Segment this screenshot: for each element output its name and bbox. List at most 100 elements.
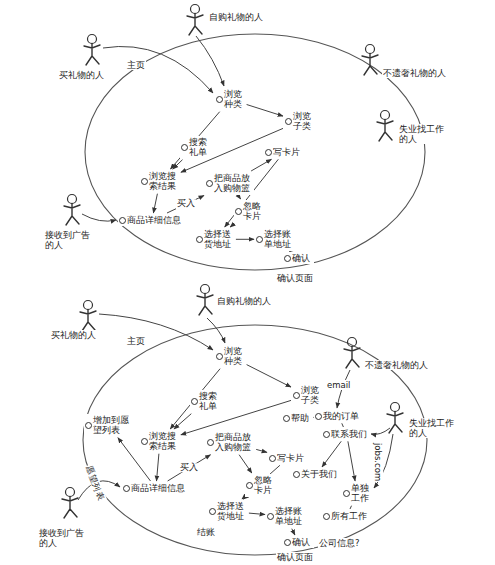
flow-node: 浏览搜索结果: [140, 170, 180, 193]
flow-node: 帮助: [282, 412, 313, 424]
flow-connector: [247, 365, 291, 388]
note-label: 买礼物的人: [58, 70, 105, 80]
node-text: 写卡片: [273, 147, 302, 157]
note-label: 主页: [126, 60, 146, 70]
flow-node: 增加到愿望列表: [84, 414, 133, 437]
node-text: 搜索礼单: [189, 137, 209, 158]
flow-node: 我的订单: [314, 410, 363, 422]
flow-connector: [238, 196, 240, 199]
flow-node: 联系我们: [322, 428, 371, 440]
flow-connector: [157, 454, 159, 481]
flow-node: 确认: [283, 536, 314, 548]
person-figure: [344, 338, 360, 369]
node-text: 把商品放入购物篮: [215, 432, 253, 453]
site-boundary: [85, 34, 425, 270]
node-text: 浏览种类: [224, 89, 244, 110]
flow-connector: [167, 196, 204, 214]
node-text: 商品详细信息: [127, 215, 184, 225]
person-figure: [187, 5, 203, 36]
flow-node: 确认: [283, 252, 314, 264]
flow-node: 关于我们: [292, 468, 341, 480]
flow-node: 浏览搜索结果: [140, 430, 180, 453]
node-text: 浏览搜索结果: [149, 171, 178, 192]
flow-node: 搜索礼单: [180, 136, 211, 159]
note-label: 自购礼物的人: [216, 296, 272, 306]
edge-label: 买入: [176, 200, 196, 209]
flow-node: 浏览种类: [215, 88, 246, 111]
flow-connector: [247, 105, 283, 117]
node-text: 选择账单地址: [275, 506, 304, 527]
node-text: 写卡片: [277, 453, 306, 463]
note-label: 不遗奢礼物的人: [382, 68, 447, 78]
flow-connector: [242, 465, 280, 499]
note-label: 不遗奢礼物的人: [364, 360, 429, 370]
node-text: 忽略卡片: [243, 201, 263, 222]
node-text: 帮助: [291, 413, 311, 423]
flow-node: 把商品放入购物篮: [206, 431, 255, 454]
flow-connector: [243, 498, 245, 499]
flow-node: 写卡片: [268, 452, 308, 464]
node-text: 确认: [292, 537, 312, 547]
note-label: 自购礼物的人: [208, 12, 264, 22]
node-text: 选择送货地址: [217, 501, 246, 522]
entry-lines: [78, 36, 393, 500]
node-text: 忽略卡片: [254, 475, 274, 496]
flow-node: 单独工作: [342, 482, 373, 505]
node-text: 搜索礼单: [199, 391, 219, 412]
node-text: 确认: [292, 253, 312, 263]
flow-node: 浏览子类: [284, 110, 315, 133]
note-label: 愿望列表: [83, 464, 107, 503]
node-text: 商品详细信息: [131, 483, 188, 493]
person-figure: [197, 285, 213, 316]
flow-connector: [170, 369, 220, 429]
flow-connector: [350, 506, 352, 509]
flow-node: 商品详细信息: [118, 214, 186, 226]
flow-node: 忽略卡片: [245, 474, 276, 497]
node-text: 我的订单: [323, 411, 361, 421]
node-text: 把商品放入购物篮: [214, 173, 252, 194]
note-label: 接收到广告的人: [44, 230, 94, 250]
node-text: 所有工作: [331, 511, 369, 521]
node-text: 关于我们: [301, 469, 339, 479]
flow-connector: [173, 160, 183, 169]
node-text: 选择送货地址: [204, 229, 233, 250]
edge-label: 买入: [179, 463, 199, 472]
flow-connector: [236, 239, 254, 240]
node-text: 联系我们: [331, 429, 369, 439]
person-figure: [377, 111, 393, 142]
flow-node: 忽略卡片: [234, 200, 265, 223]
note-label: 失业找工作的人: [408, 418, 458, 438]
flow-node: 搜索礼单: [190, 390, 221, 413]
flow-connector: [153, 194, 157, 213]
flow-connector: [256, 449, 267, 452]
node-text: 增加到愿望列表: [93, 415, 131, 436]
node-text: 浏览搜索结果: [149, 431, 178, 452]
flow-node: 写卡片: [264, 146, 304, 158]
flow-node: 选择账单地址: [255, 228, 295, 251]
flow-connector: [249, 513, 265, 514]
note-label: 买礼物的人: [50, 330, 97, 340]
note-label: 失业找工作的人: [398, 124, 448, 144]
note-label: email: [326, 380, 351, 390]
flow-node: 商品详细信息: [122, 482, 190, 494]
flow-node: 选择送货地址: [208, 500, 248, 523]
flow-connector: [168, 455, 211, 481]
note-label: 确认页面: [276, 552, 314, 562]
flow-connector: [342, 423, 344, 427]
flow-connector: [174, 414, 191, 429]
flow-connector: [322, 441, 341, 467]
note-label: jobs.com: [373, 442, 383, 482]
note-label: 接收到广告的人: [38, 528, 88, 548]
flow-connector: [230, 224, 234, 227]
node-text: 浏览子类: [293, 111, 313, 132]
note-label: 结账: [196, 527, 216, 537]
flow-node: 选择送货地址: [195, 228, 235, 251]
flow-node: 选择账单地址: [266, 505, 306, 528]
note-label: 确认页面: [276, 273, 314, 283]
person-figure: [62, 488, 78, 519]
node-text: 浏览子类: [301, 385, 321, 406]
node-text: 浏览种类: [224, 346, 244, 367]
flow-connector: [251, 159, 271, 171]
note-label: 主页: [126, 336, 146, 346]
